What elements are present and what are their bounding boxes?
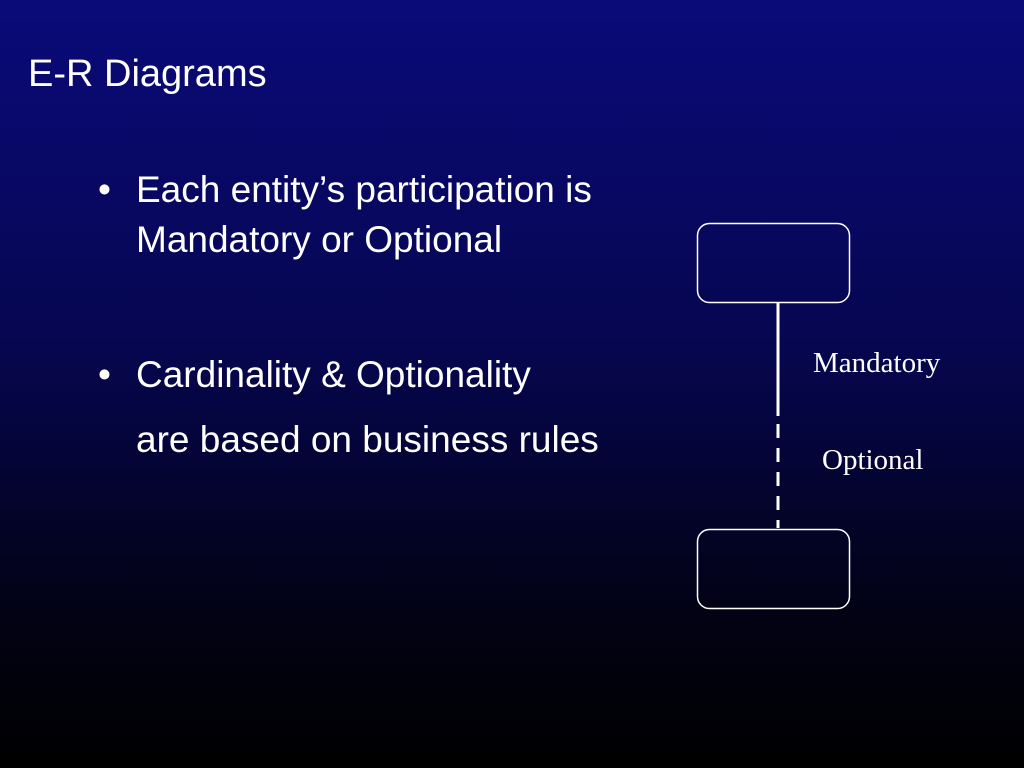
slide-title: E-R Diagrams [28, 53, 267, 95]
bullet-dot: • [98, 169, 111, 210]
bullet-item-participation: • Each entity’s participation is Mandato… [98, 165, 718, 265]
optional-label: Optional [822, 444, 924, 476]
bullet-text: Each entity’s participation is Mandatory… [136, 169, 592, 260]
bullet-item-cardinality: • Cardinality & Optionality [98, 350, 718, 400]
bullet-dot: • [98, 354, 111, 395]
bullet-text: Cardinality & Optionality [136, 354, 531, 395]
entity-box-top [696, 222, 851, 304]
mandatory-label: Mandatory [813, 347, 941, 379]
bullet-continuation: are based on business rules [136, 419, 599, 460]
entity-box-bottom [696, 528, 851, 610]
